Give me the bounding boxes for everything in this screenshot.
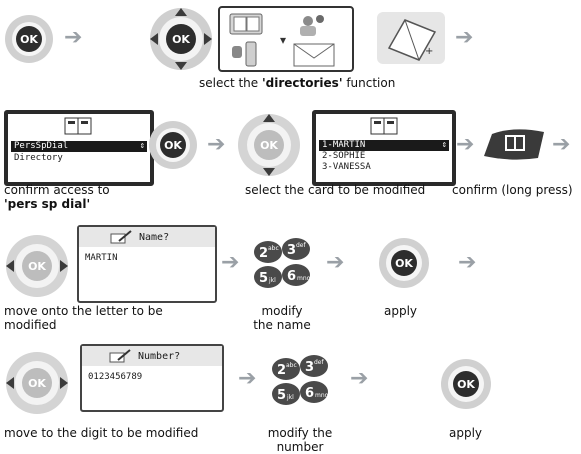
nav-up-icon bbox=[175, 8, 187, 16]
next-arrow-icon: ➔ bbox=[458, 250, 477, 275]
caption-move-digit: move to the digit to be modified bbox=[4, 426, 199, 440]
svg-text:OK: OK bbox=[20, 33, 38, 46]
svg-text:OK: OK bbox=[260, 139, 278, 152]
caption-confirm-access: confirm access to 'pers sp dial' bbox=[4, 183, 110, 211]
keypad-icon[interactable]: 2 abc 3 def 5 jkl 6 mno bbox=[252, 235, 312, 293]
svg-text:jkl: jkl bbox=[268, 277, 276, 284]
softkey-book-button[interactable] bbox=[482, 124, 546, 164]
next-arrow-icon: ➔ bbox=[238, 366, 257, 391]
svg-text:+: + bbox=[425, 46, 433, 57]
edit-card-icon bbox=[109, 349, 131, 363]
card-item[interactable]: 2-SOPHIE bbox=[322, 151, 366, 161]
svg-text:3: 3 bbox=[287, 243, 296, 258]
nav-left-icon bbox=[150, 33, 158, 45]
list-item[interactable]: Directory bbox=[14, 153, 63, 163]
list-item-selected[interactable]: PersSpDial⇕ bbox=[11, 141, 147, 152]
people-icon bbox=[300, 15, 324, 36]
ok-button[interactable]: OK bbox=[148, 120, 198, 170]
nav-down-icon bbox=[175, 62, 187, 70]
next-arrow-icon: ➔ bbox=[350, 366, 369, 391]
main-menu-screen: ▾ bbox=[218, 6, 354, 72]
svg-text:OK: OK bbox=[172, 33, 190, 46]
svg-text:2: 2 bbox=[259, 246, 268, 261]
screen-title: Number? bbox=[138, 351, 181, 362]
svg-text:jkl: jkl bbox=[286, 394, 294, 401]
next-arrow-icon: ➔ bbox=[552, 132, 571, 157]
nav-right-icon bbox=[204, 33, 212, 45]
menu-icons: ▾ bbox=[229, 13, 335, 67]
directory-card-icon: + bbox=[377, 12, 445, 64]
svg-text:OK: OK bbox=[28, 377, 46, 390]
next-arrow-icon: ➔ bbox=[221, 250, 240, 275]
svg-text:abc: abc bbox=[268, 245, 279, 252]
svg-text:OK: OK bbox=[395, 257, 413, 270]
svg-text:▾: ▾ bbox=[280, 33, 286, 47]
book-icon bbox=[370, 117, 398, 135]
card-item[interactable]: 3-VANESSA bbox=[322, 162, 371, 172]
handset-icon bbox=[232, 41, 257, 67]
directories-icon bbox=[229, 13, 263, 35]
next-arrow-icon: ➔ bbox=[207, 132, 226, 157]
number-input-value[interactable]: 0123456789 bbox=[88, 372, 143, 382]
edit-card-icon bbox=[110, 230, 132, 244]
ok-button[interactable]: OK bbox=[4, 14, 54, 64]
svg-text:def: def bbox=[296, 242, 307, 249]
svg-text:2: 2 bbox=[277, 363, 286, 378]
svg-text:OK: OK bbox=[28, 260, 46, 273]
caption-select-directories: select the 'directories' function bbox=[199, 76, 396, 90]
ok-button[interactable]: OK bbox=[440, 358, 492, 410]
caption-modify-name: modify the name bbox=[253, 304, 311, 332]
next-arrow-icon: ➔ bbox=[456, 132, 475, 157]
name-input-value[interactable]: MARTIN bbox=[85, 253, 118, 263]
next-arrow-icon: ➔ bbox=[64, 25, 83, 50]
svg-text:mno: mno bbox=[315, 392, 329, 399]
next-arrow-icon: ➔ bbox=[326, 250, 345, 275]
svg-text:OK: OK bbox=[164, 139, 182, 152]
name-edit-screen: Name? MARTIN bbox=[77, 225, 217, 303]
svg-text:5: 5 bbox=[277, 388, 286, 403]
next-arrow-icon: ➔ bbox=[455, 25, 474, 50]
number-edit-screen: Number? 0123456789 bbox=[80, 344, 224, 412]
menu-list-screen: PersSpDial⇕ Directory bbox=[4, 110, 154, 186]
svg-text:abc: abc bbox=[286, 362, 297, 369]
svg-text:5: 5 bbox=[259, 271, 268, 286]
navigator-up-down[interactable]: OK bbox=[236, 112, 302, 178]
svg-text:def: def bbox=[314, 359, 325, 366]
svg-text:6: 6 bbox=[305, 386, 314, 401]
keypad-icon[interactable]: 2 abc 3 def 5 jkl 6 mno bbox=[270, 352, 330, 410]
svg-text:mno: mno bbox=[297, 275, 311, 282]
card-item-selected[interactable]: 1-MARTIN⇕ bbox=[319, 140, 449, 151]
caption-modify-number: modify the number bbox=[267, 426, 333, 454]
svg-text:6: 6 bbox=[287, 269, 296, 284]
card-list-screen: 1-MARTIN⇕ 2-SOPHIE 3-VANESSA bbox=[312, 110, 456, 186]
screen-title: Name? bbox=[139, 232, 170, 243]
caption-select-card: select the card to be modified bbox=[245, 183, 426, 197]
caption-move-letter: move onto the letter to be modified bbox=[4, 304, 163, 332]
caption-confirm-long: confirm (long press) bbox=[452, 183, 573, 197]
ok-button[interactable]: OK bbox=[378, 237, 430, 289]
navigator-left-right[interactable]: OK bbox=[4, 350, 70, 416]
svg-text:OK: OK bbox=[457, 378, 475, 391]
caption-apply: apply bbox=[449, 426, 483, 440]
navigator-left-right[interactable]: OK bbox=[4, 233, 70, 299]
book-icon bbox=[64, 117, 92, 135]
envelope-icon bbox=[293, 43, 335, 67]
caption-apply: apply bbox=[384, 304, 418, 318]
svg-text:3: 3 bbox=[305, 360, 314, 375]
navigator-ok-button[interactable]: OK bbox=[148, 6, 214, 72]
